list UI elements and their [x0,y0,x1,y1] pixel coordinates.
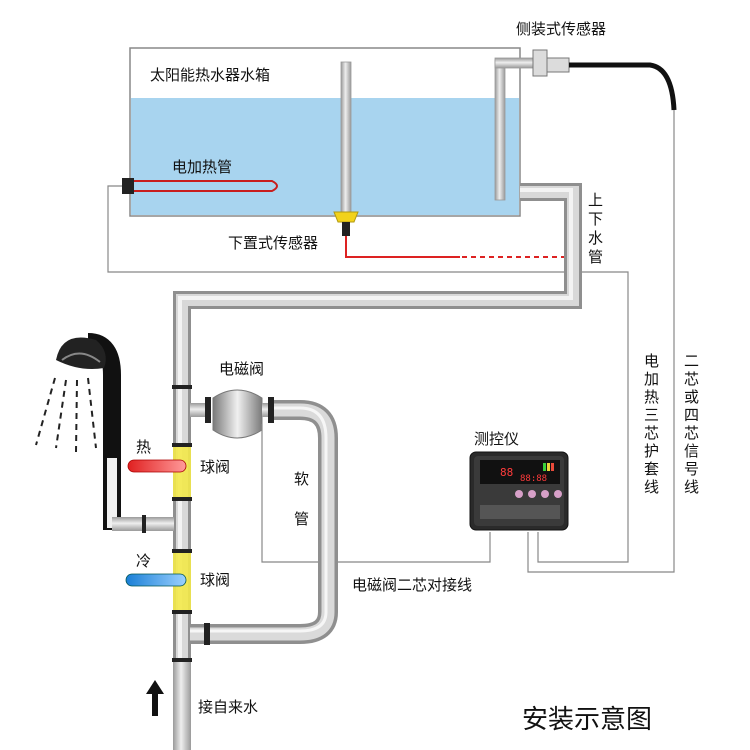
controller-label: 测控仪 [474,430,519,448]
diagram-title: 安装示意图 [522,705,652,735]
svg-text:加: 加 [644,370,659,388]
hot-label: 热 [136,438,151,456]
up-arrow-icon [146,680,164,716]
valve-label: 电磁阀 [219,360,264,378]
svg-text:二: 二 [684,352,699,370]
svg-text:或: 或 [684,388,699,406]
svg-text:管: 管 [294,510,309,528]
water-tank: 太阳能热水器水箱 [129,47,521,217]
cold-label: 冷 [136,552,151,570]
cold-ball-valve: 冷 球阀 [125,552,230,610]
svg-text:芯: 芯 [684,370,699,388]
updown-pipe-label: 上 下 水 管 [588,191,603,266]
side-sensor-label: 侧装式传感器 [516,20,606,38]
svg-text:线: 线 [644,478,659,496]
svg-text:四: 四 [684,406,699,424]
soft-pipe-label: 软 管 [294,470,309,528]
svg-text:热: 热 [644,388,659,406]
svg-text:水: 水 [588,229,603,247]
svg-text:电: 电 [644,352,659,370]
svg-text:管: 管 [588,248,603,266]
valve-cable-label: 电磁阀二芯对接线 [352,576,472,594]
svg-text:上: 上 [588,191,603,209]
svg-text:88:88: 88:88 [520,474,547,484]
svg-text:信: 信 [684,442,699,460]
svg-text:软: 软 [294,470,309,488]
svg-text:芯: 芯 [684,424,699,442]
controller-device: 88 88:88 测控仪 [469,430,569,531]
water-supply-label: 接自来水 [198,698,258,716]
tank-probe [340,61,352,213]
hot-ball-valve: 热 球阀 [127,438,230,497]
svg-text:三: 三 [644,406,659,424]
heater-label: 电加热管 [172,158,232,176]
svg-text:88: 88 [500,466,513,479]
svg-text:芯: 芯 [644,424,659,442]
svg-text:号: 号 [684,460,699,478]
svg-text:线: 线 [684,478,699,496]
signal-cable-label: 二 芯 或 四 芯 信 号 线 [684,352,699,496]
cold-ball-valve-label: 球阀 [200,571,230,589]
bottom-sensor-icon [333,211,359,223]
bottom-sensor-label: 下置式传感器 [228,234,318,252]
heater-cable-label: 电 加 热 三 芯 护 套 线 [644,352,659,496]
hot-ball-valve-label: 球阀 [200,458,230,476]
svg-text:下: 下 [588,210,603,228]
solenoid-valve: 电磁阀 [190,360,274,439]
svg-text:套: 套 [644,460,659,478]
tank-label: 太阳能热水器水箱 [150,66,270,84]
shower-head-icon [35,333,174,533]
tank-water [131,98,519,215]
side-sensor: 侧装式传感器 [494,20,677,201]
electric-heater: 电加热管 [122,158,278,194]
svg-text:护: 护 [644,442,659,460]
